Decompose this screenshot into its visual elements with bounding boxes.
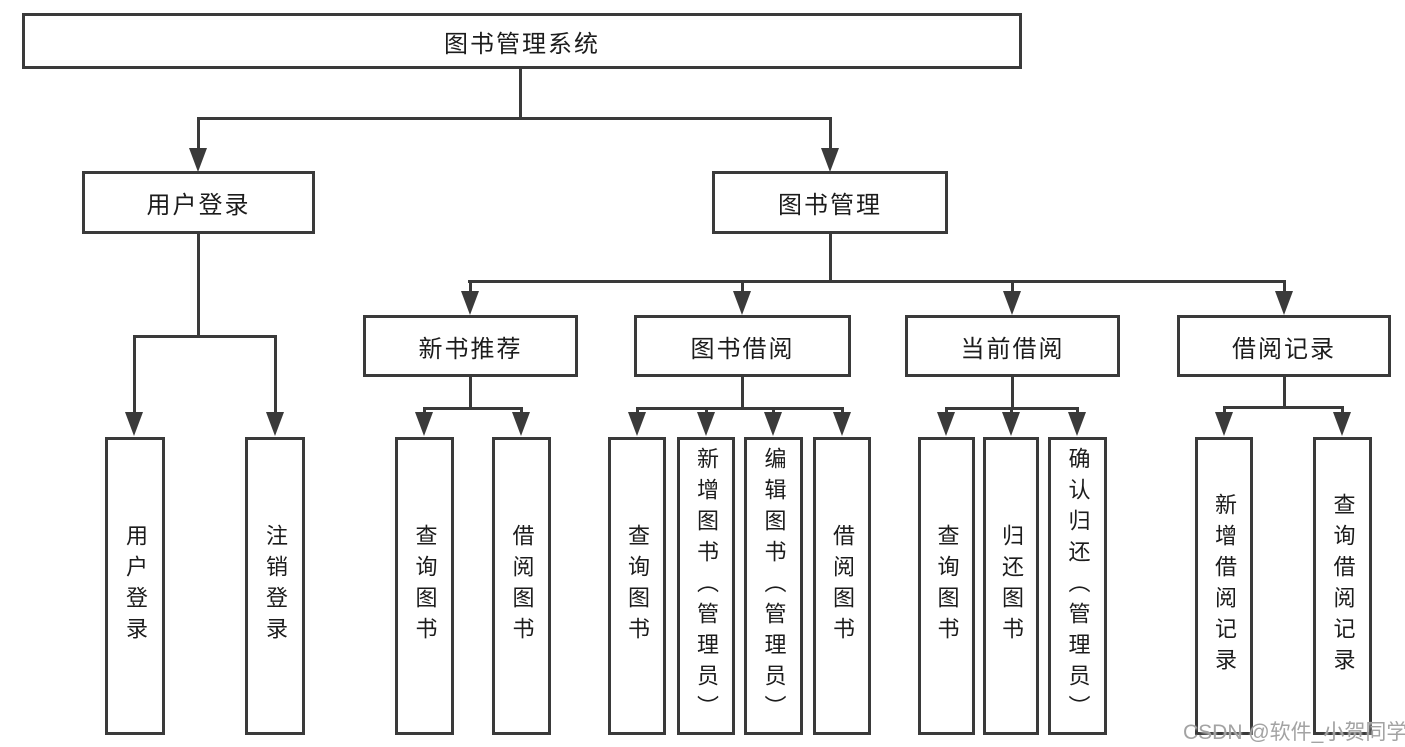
node-book-borrowing: 图书借阅 [634, 315, 851, 377]
connector-book-borrow-bus [636, 407, 844, 410]
node-logout: 注销登录 [245, 437, 305, 735]
connector-drop [274, 335, 277, 417]
connector-user-login-stub [197, 234, 200, 338]
node-edit-books-admin: 编辑图书（管理员） [744, 437, 803, 735]
arrow-down-icon [125, 412, 143, 436]
connector-new-book-stub [469, 377, 472, 409]
node-label: 用户登录 [123, 524, 148, 648]
node-label: 图书借阅 [690, 335, 795, 363]
arrow-down-icon [733, 291, 751, 315]
node-label: 借阅图书 [509, 524, 535, 648]
connector-book-mgmt-drop [829, 117, 832, 151]
arrow-down-icon [1002, 412, 1020, 436]
connector-user-login-bus [133, 335, 277, 338]
node-label: 查询借阅记录 [1330, 493, 1356, 679]
connector-book-mgmt-stub [829, 234, 832, 283]
node-current-borrowing: 当前借阅 [905, 315, 1120, 377]
arrow-down-icon [1215, 412, 1233, 436]
node-add-borrow-record: 新增借阅记录 [1195, 437, 1253, 735]
node-label: 当前借阅 [960, 335, 1065, 363]
arrow-down-icon [764, 412, 782, 436]
connector-book-borrow-stub [741, 377, 744, 409]
arrow-down-icon [1068, 412, 1086, 436]
node-user-login: 用户登录 [82, 171, 315, 234]
node-confirm-return-admin: 确认归还（管理员） [1048, 437, 1107, 735]
arrow-down-icon [512, 412, 530, 436]
arrow-down-icon [1333, 412, 1351, 436]
arrow-down-icon [415, 412, 433, 436]
node-label: 查询图书 [412, 524, 438, 648]
node-label: 确认归还（管理员） [1065, 446, 1091, 726]
arrow-down-icon [821, 148, 839, 172]
connector-drop [469, 280, 472, 296]
node-label: 归还图书 [999, 524, 1024, 648]
node-book-management-system: 图书管理系统 [22, 13, 1022, 69]
node-query-books-borrowing: 查询图书 [608, 437, 666, 735]
node-label: 新书推荐 [418, 335, 523, 363]
node-new-book-recommend: 新书推荐 [363, 315, 578, 377]
connector-user-login-drop [197, 117, 200, 151]
connector-borrow-record-stub [1283, 377, 1286, 408]
node-query-borrow-record: 查询借阅记录 [1313, 437, 1372, 735]
node-label: 借阅记录 [1232, 335, 1336, 363]
arrow-down-icon [266, 412, 284, 436]
node-query-books-recommend: 查询图书 [395, 437, 454, 735]
node-borrowing-records: 借阅记录 [1177, 315, 1391, 377]
node-user-login-action: 用户登录 [105, 437, 165, 735]
connector-new-book-bus [423, 407, 523, 410]
connector-root-stub [519, 69, 522, 119]
connector-book-mgmt-bus [468, 280, 1286, 283]
node-label: 注销登录 [263, 524, 288, 648]
csdn-watermark: CSDN @软件_小贺同学 [1183, 721, 1405, 744]
arrow-down-icon [628, 412, 646, 436]
arrow-down-icon [461, 291, 479, 315]
node-label: 图书管理系统 [444, 30, 600, 58]
node-return-books: 归还图书 [983, 437, 1039, 735]
node-label: 借阅图书 [830, 524, 855, 648]
node-label: 用户登录 [146, 192, 251, 219]
connector-drop [741, 280, 744, 296]
connector-drop [1283, 280, 1286, 296]
arrow-down-icon [189, 148, 207, 172]
connector-drop [133, 335, 136, 417]
node-book-management: 图书管理 [712, 171, 948, 234]
node-label: 编辑图书（管理员） [761, 446, 787, 726]
node-label: 查询图书 [625, 524, 650, 648]
node-label: 图书管理 [778, 192, 882, 219]
node-label: 新增图书（管理员） [694, 446, 719, 726]
arrow-down-icon [1275, 291, 1293, 315]
connector-borrow-record-bus [1223, 406, 1344, 409]
arrow-down-icon [697, 412, 715, 436]
arrow-down-icon [937, 412, 955, 436]
node-label: 查询图书 [934, 524, 960, 648]
node-query-books-current: 查询图书 [918, 437, 975, 735]
arrow-down-icon [1003, 291, 1021, 315]
connector-root-bus [197, 117, 831, 120]
connector-current-borrow-stub [1011, 377, 1014, 409]
node-borrow-books-borrowing: 借阅图书 [813, 437, 871, 735]
node-borrow-books-recommend: 借阅图书 [492, 437, 551, 735]
connector-drop [1011, 280, 1014, 296]
arrow-down-icon [833, 412, 851, 436]
node-add-books-admin: 新增图书（管理员） [677, 437, 735, 735]
node-label: 新增借阅记录 [1212, 493, 1237, 679]
